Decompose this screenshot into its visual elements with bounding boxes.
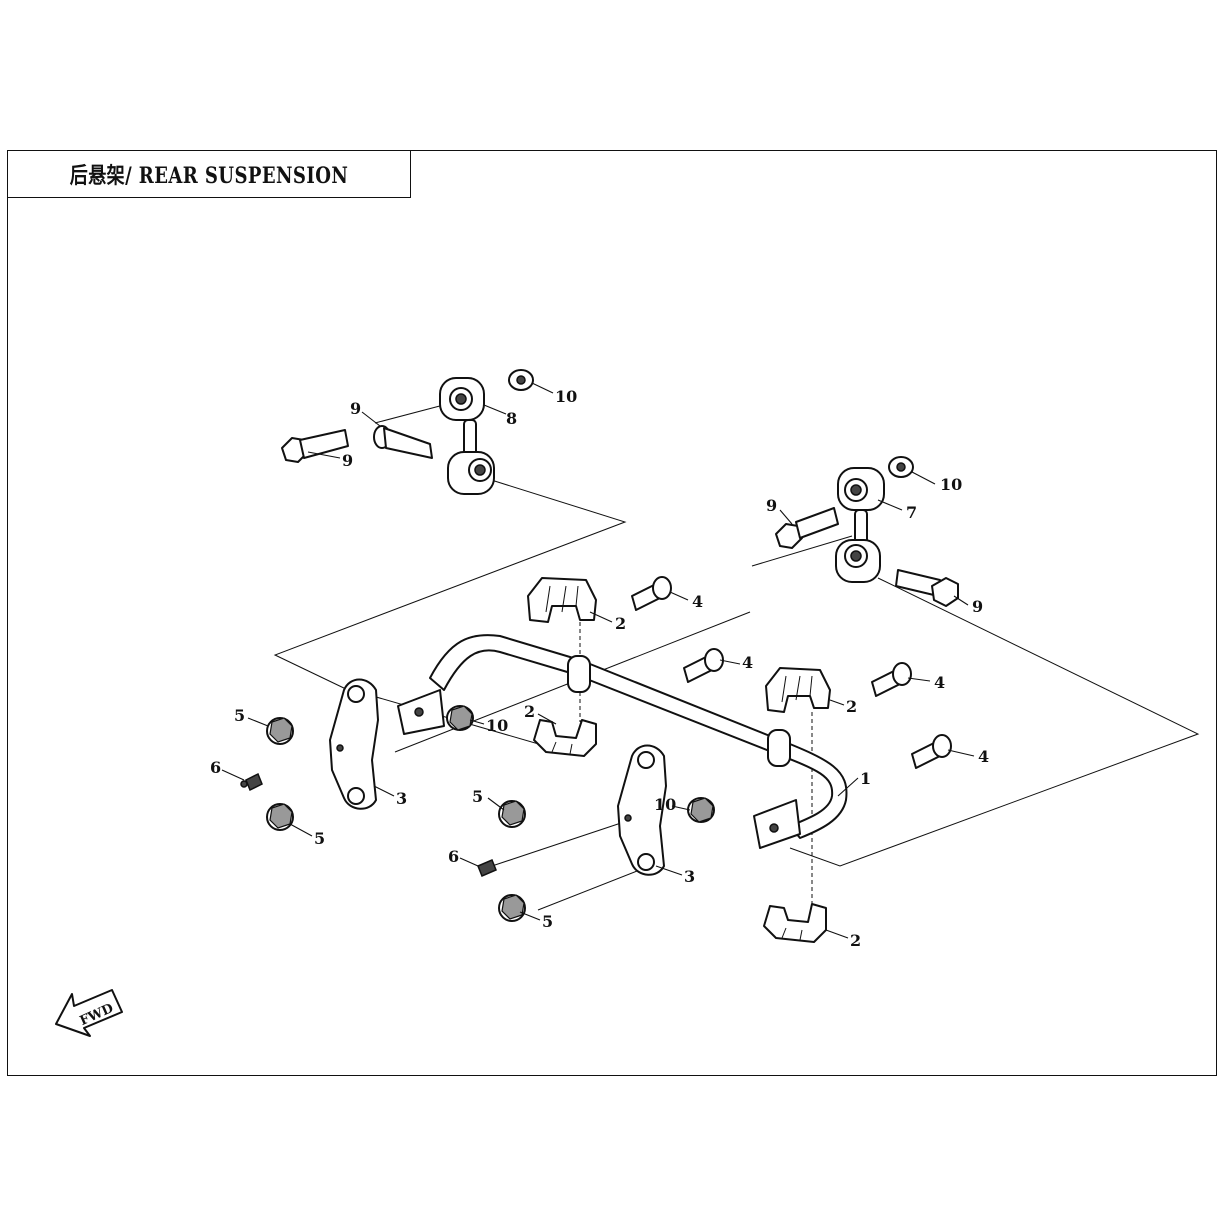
- callout-3b: 3: [684, 867, 695, 886]
- page-title: 后悬架/ REAR SUSPENSION: [69, 163, 349, 189]
- callout-5b: 5: [314, 829, 325, 848]
- callout-2d: 2: [850, 931, 861, 950]
- link-nut-right: [888, 456, 914, 478]
- callout-9b: 9: [342, 451, 353, 470]
- callout-3a: 3: [396, 789, 407, 808]
- bushing-upper-right: [765, 667, 831, 713]
- callout-5d: 5: [542, 912, 553, 931]
- callout-2c: 2: [524, 702, 535, 721]
- bracket-right: [617, 744, 667, 876]
- bushing-bolt-a: [631, 576, 672, 611]
- bushing-bolt-d: [911, 734, 952, 769]
- stabilizer-bar: [397, 634, 848, 849]
- callout-10a: 10: [555, 387, 577, 406]
- bushing-lower-right: [763, 903, 827, 943]
- fwd-arrow: FWD: [55, 989, 123, 1037]
- callout-9a: 9: [350, 399, 361, 418]
- link-bolt-left-b: [373, 425, 433, 459]
- stabilizer-link-right: [835, 467, 885, 583]
- callout-6b: 6: [448, 847, 459, 866]
- callout-1: 1: [860, 769, 871, 788]
- callout-2a: 2: [615, 614, 626, 633]
- assembly-lines: [273, 477, 1200, 911]
- callout-8: 8: [506, 409, 517, 428]
- flange-nut-5c: [498, 800, 526, 828]
- flange-nut-10d: [687, 797, 715, 823]
- flange-nut-5b: [266, 803, 294, 831]
- diagram-frame: [7, 150, 1217, 1076]
- bushing-lower-left: [533, 719, 597, 757]
- bushing-bolt-b: [683, 648, 724, 683]
- callout-10d: 10: [654, 795, 676, 814]
- flange-nut-5d: [498, 894, 526, 922]
- stabilizer-link-left: [374, 377, 495, 495]
- callout-2b: 2: [846, 697, 857, 716]
- bracket-left: [329, 678, 379, 810]
- bushing-upper-left: [527, 577, 597, 623]
- callout-4a: 4: [692, 592, 703, 611]
- title-box: 后悬架/ REAR SUSPENSION: [7, 150, 411, 198]
- callout-4b: 4: [742, 653, 753, 672]
- link-bolt-right-b: [895, 569, 959, 607]
- callout-9d: 9: [972, 597, 983, 616]
- link-bolt-right-a: [775, 507, 839, 549]
- callout-9c: 9: [766, 496, 777, 515]
- callout-4d: 4: [978, 747, 989, 766]
- callout-4c: 4: [934, 673, 945, 692]
- callout-10b: 10: [940, 475, 962, 494]
- grease-fitting-b: [477, 859, 497, 877]
- grease-fitting-a: [240, 772, 263, 792]
- bushing-bolt-c: [871, 662, 912, 697]
- flange-nut-10c: [446, 705, 474, 731]
- callout-6a: 6: [210, 758, 221, 777]
- flange-nut-5a: [266, 717, 294, 745]
- leader-lines: [221, 382, 975, 939]
- callout-5a: 5: [234, 706, 245, 725]
- callout-10c: 10: [486, 716, 508, 735]
- callout-7: 7: [906, 503, 917, 522]
- link-nut-left: [508, 369, 534, 391]
- callout-5c: 5: [472, 787, 483, 806]
